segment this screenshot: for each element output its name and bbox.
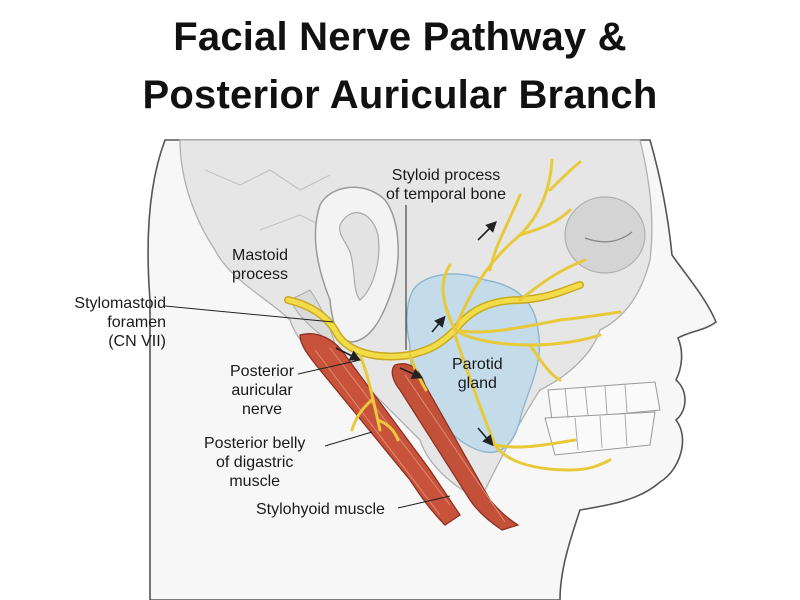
ear — [314, 186, 399, 343]
label-parotid-gland: Parotid gland — [452, 356, 503, 392]
leader-digastric — [324, 431, 373, 447]
facial-nerve — [284, 158, 622, 472]
leader-posterior-auricular — [297, 359, 361, 375]
diagram-title-line-1: Facial Nerve Pathway & — [173, 15, 627, 59]
label-posterior-auricular-nerve: Posterior auricular nerve — [230, 363, 295, 418]
arrow-lower — [477, 427, 494, 447]
eye-orbit — [564, 196, 646, 274]
label-digastric-muscle: Posterior belly of digastric muscle — [204, 435, 306, 490]
label-styloid-process: Styloid process of temporal bone — [386, 167, 507, 203]
leader-stylomastoid — [164, 305, 334, 323]
eye-lid — [584, 231, 633, 243]
diagram-title-line-2: Posterior Auricular Branch — [142, 73, 658, 117]
arrow-upper — [477, 221, 497, 241]
label-stylomastoid-foramen: Stylomastoid foramen (CN VII) — [74, 295, 166, 350]
label-stylohyoid-muscle: Stylohyoid muscle — [256, 501, 385, 518]
arrow-mid — [431, 315, 446, 333]
arrow-stylohyoid — [399, 367, 424, 379]
leader-stylohyoid — [397, 495, 451, 509]
arrow-posterior — [335, 347, 362, 361]
label-mastoid-process: Mastoid process — [232, 247, 289, 283]
teeth — [544, 381, 661, 456]
